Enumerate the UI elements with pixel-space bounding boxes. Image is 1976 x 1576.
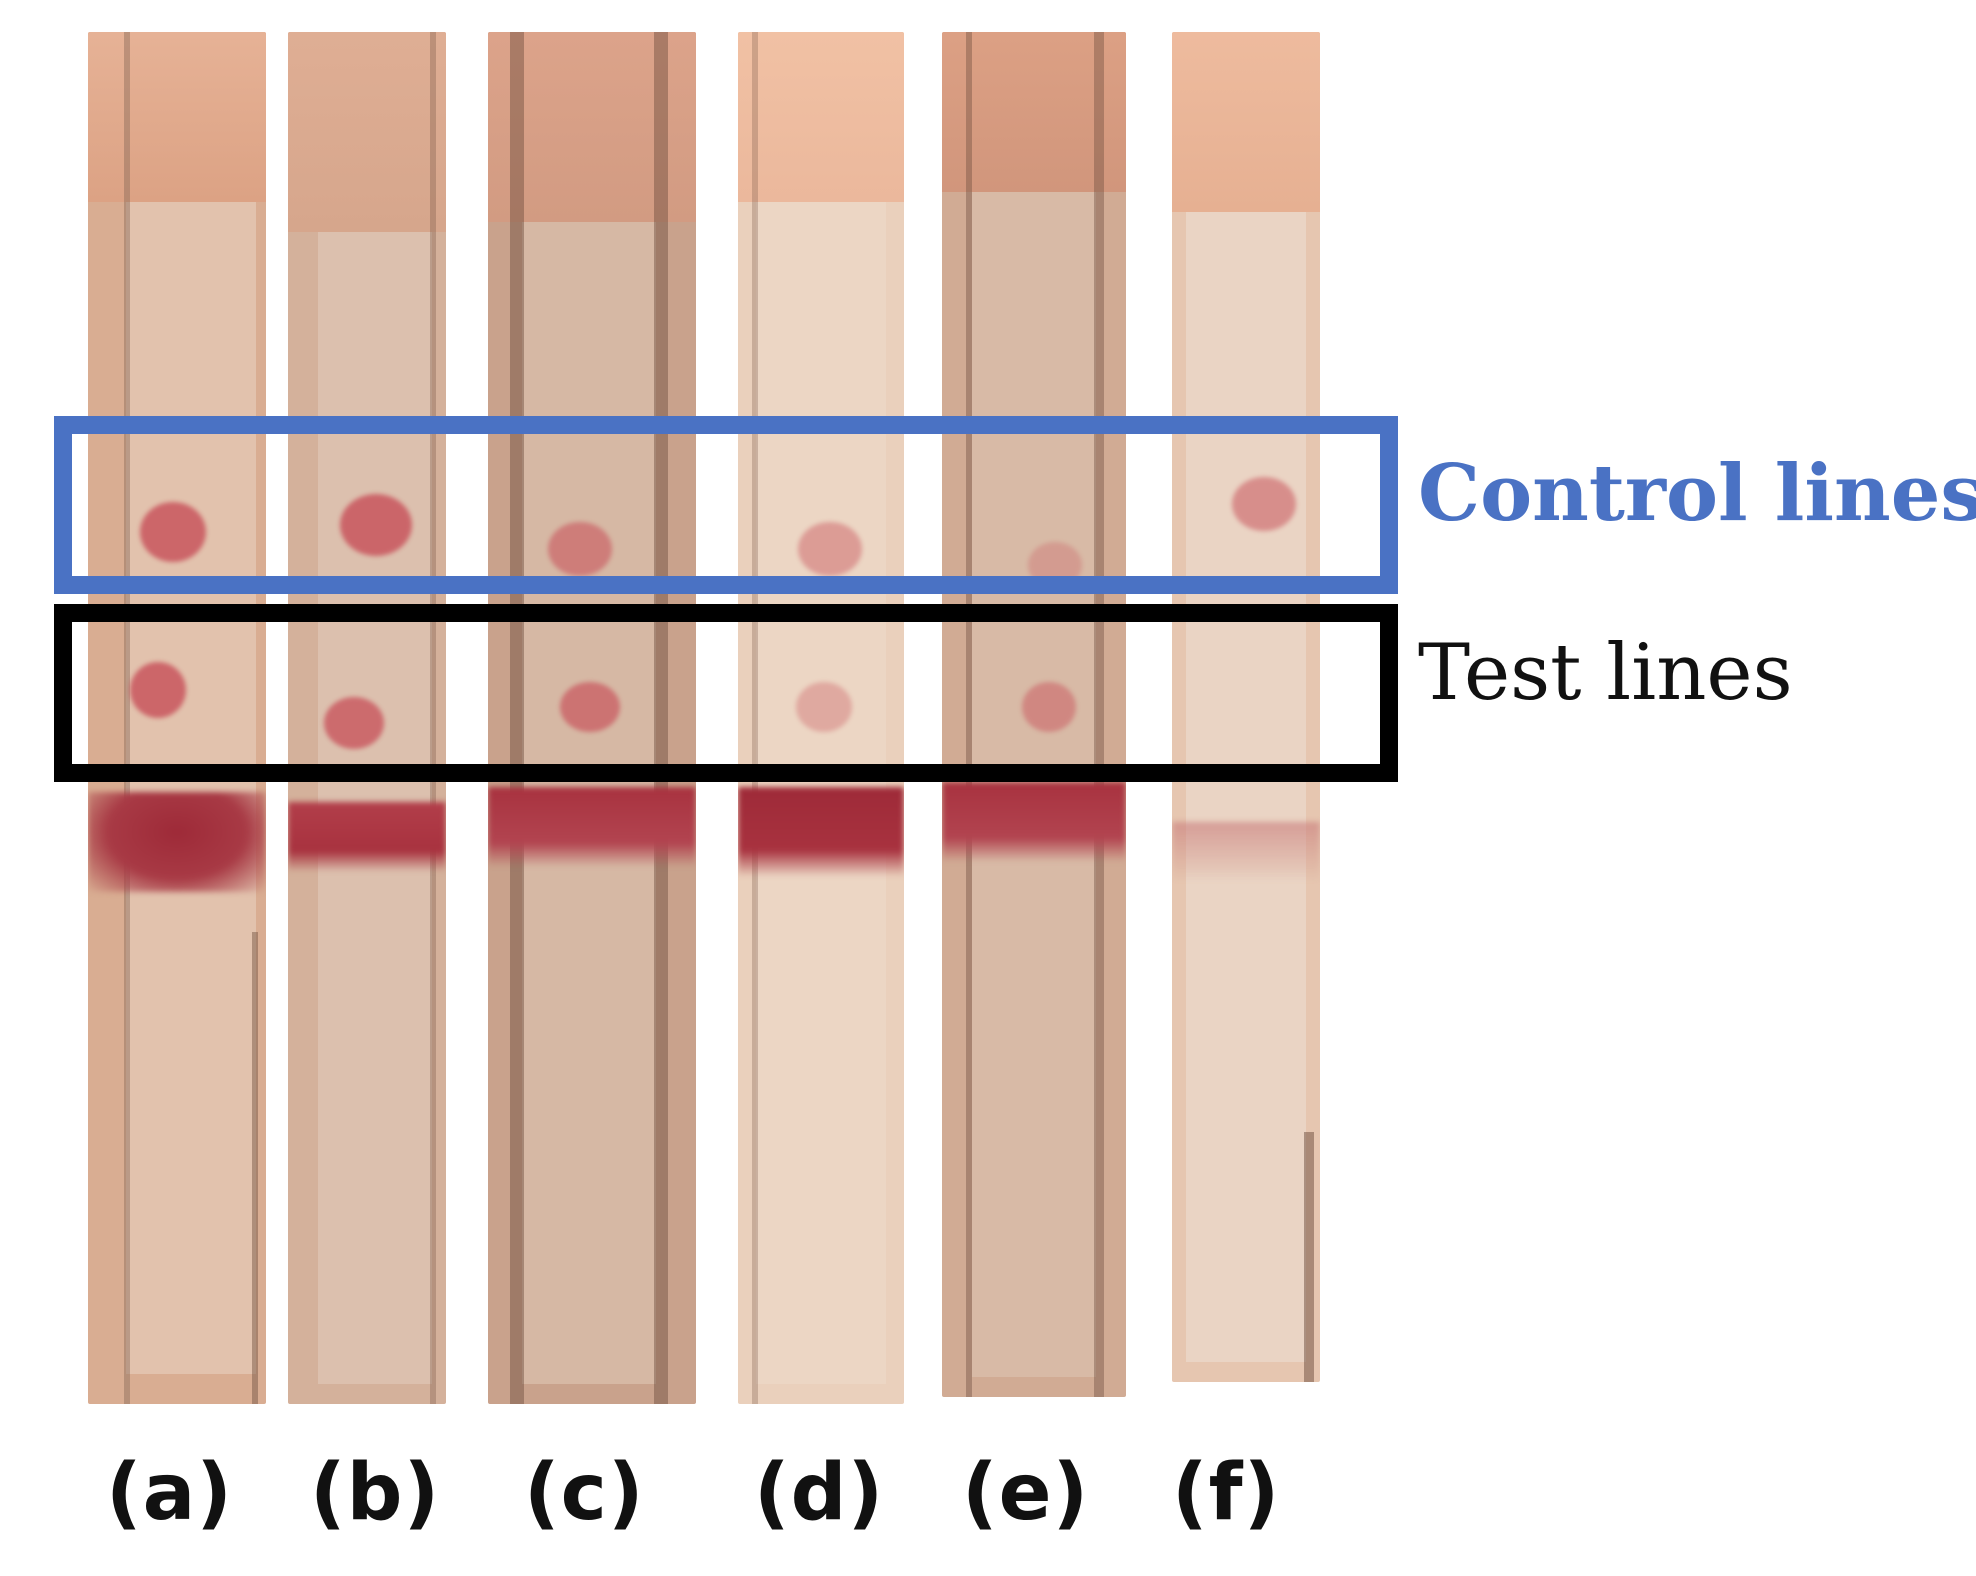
test-lines-box bbox=[54, 604, 1398, 782]
strip-label-e: (e) bbox=[962, 1448, 1090, 1538]
test-lines-label: Test lines bbox=[1418, 628, 1793, 718]
strip-edge bbox=[752, 32, 758, 1404]
strip-label-c: (c) bbox=[524, 1448, 645, 1538]
strip-handle bbox=[1172, 32, 1320, 212]
test-strip-c bbox=[488, 32, 696, 1404]
test-strip-e bbox=[942, 32, 1126, 1397]
strip-label-f: (f) bbox=[1172, 1448, 1281, 1538]
sample-pad-band bbox=[738, 787, 904, 877]
strip-membrane bbox=[1186, 212, 1306, 1362]
test-strip-f bbox=[1172, 32, 1320, 1382]
sample-pad-band bbox=[1172, 822, 1320, 882]
test-line-dot bbox=[560, 682, 620, 732]
strip-handle bbox=[288, 32, 446, 232]
strip-handle bbox=[738, 32, 904, 202]
strip-handle bbox=[942, 32, 1126, 192]
sample-pad-band bbox=[488, 787, 696, 867]
strip-label-b: (b) bbox=[310, 1448, 441, 1538]
strip-edge bbox=[430, 32, 436, 1404]
strip-edge bbox=[510, 32, 524, 1404]
control-line-dot bbox=[548, 522, 612, 576]
sample-pad-band bbox=[288, 802, 446, 872]
test-line-dot bbox=[796, 682, 852, 732]
test-line-dot bbox=[1022, 682, 1076, 732]
strip-label-d: (d) bbox=[754, 1448, 885, 1538]
strip-edge bbox=[124, 32, 130, 1404]
strip-edge bbox=[966, 32, 972, 1397]
test-line-dot bbox=[324, 697, 384, 749]
control-line-dot bbox=[140, 502, 206, 562]
strip-edge bbox=[1094, 32, 1104, 1397]
control-line-dot bbox=[340, 494, 412, 556]
test-strip-a bbox=[88, 32, 266, 1404]
sample-pad-band bbox=[942, 782, 1126, 862]
control-lines-box bbox=[54, 416, 1398, 594]
strip-handle bbox=[88, 32, 266, 202]
test-line-dot bbox=[130, 662, 186, 718]
control-line-dot bbox=[798, 522, 862, 576]
strip-edge bbox=[1304, 1132, 1314, 1382]
strip-edge bbox=[252, 932, 258, 1404]
test-strip-d bbox=[738, 32, 904, 1404]
sample-pad-band bbox=[88, 792, 266, 892]
strip-label-a: (a) bbox=[106, 1448, 233, 1538]
strip-membrane bbox=[126, 202, 256, 1374]
control-lines-label: Control lines bbox=[1418, 448, 1976, 539]
strip-edge bbox=[654, 32, 668, 1404]
control-line-dot bbox=[1232, 477, 1296, 531]
strip-handle bbox=[488, 32, 696, 222]
